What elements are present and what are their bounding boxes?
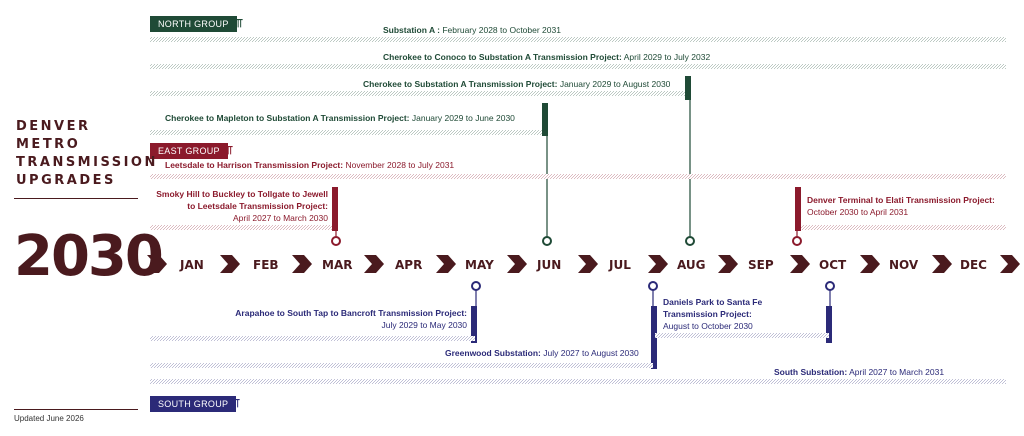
project-name: Cherokee to Mapleton to Substation A Tra… — [165, 113, 410, 123]
project-label: Daniels Park to Santa Fe Transmission Pr… — [663, 296, 781, 332]
bar-south-substation — [150, 379, 1006, 384]
project-label: Greenwood Substation: July 2027 to Augus… — [445, 348, 639, 358]
project-label: Denver Terminal to Elati Transmission Pr… — [807, 194, 1007, 218]
project-dates: October 2030 to April 2031 — [807, 207, 909, 217]
divider — [14, 409, 138, 410]
bar-substation-a — [150, 37, 1006, 42]
project-dates: January 2029 to June 2030 — [411, 113, 515, 123]
month-label: JUN — [537, 258, 562, 272]
month-label: OCT — [819, 258, 847, 272]
bar-arapahoe — [150, 336, 475, 341]
month-label: FEB — [253, 258, 279, 272]
project-dates: April 2027 to March 2031 — [849, 367, 945, 377]
project-name: Denver Terminal to Elati Transmission Pr… — [807, 195, 995, 205]
transmission-tower-icon: ⫪ — [233, 396, 240, 410]
project-label: South Substation: April 2027 to March 20… — [774, 367, 944, 377]
east-group-tag: EAST GROUP — [150, 143, 228, 159]
bar-cherokee-mapleton — [150, 130, 548, 135]
bar-daniels-park — [655, 333, 829, 338]
month-label: AUG — [677, 258, 706, 272]
bar-denver-terminal — [797, 225, 1006, 230]
project-label: Smoky Hill to Buckley to Tollgate to Jew… — [148, 188, 328, 224]
timeline-axis — [147, 255, 1020, 273]
project-label: Leetsdale to Harrison Transmission Proje… — [165, 160, 454, 170]
bar-smoky-hill — [150, 225, 336, 230]
project-name: Smoky Hill to Buckley to Tollgate to Jew… — [156, 189, 328, 211]
project-dates: April 2029 to July 2032 — [623, 52, 711, 62]
month-label: JAN — [180, 258, 204, 272]
project-name: Greenwood Substation: — [445, 348, 541, 358]
month-label: SEP — [748, 258, 774, 272]
divider — [14, 198, 138, 199]
project-name: Cherokee to Conoco to Substation A Trans… — [383, 52, 622, 62]
month-label: NOV — [889, 258, 919, 272]
updated-note: Updated June 2026 — [14, 414, 84, 423]
project-name: Arapahoe to South Tap to Bancroft Transm… — [235, 308, 467, 318]
bar-cherokee-substation-a — [150, 91, 690, 96]
bar-greenwood — [150, 363, 653, 368]
project-dates: August to October 2030 — [663, 321, 753, 331]
project-dates: February 2028 to October 2031 — [442, 25, 561, 35]
project-name: Substation A : — [383, 25, 440, 35]
month-label: DEC — [960, 258, 987, 272]
bar-leetsdale-harrison — [150, 174, 1006, 179]
month-label: JUL — [609, 258, 631, 272]
south-project-bars — [150, 281, 1006, 384]
project-dates: April 2027 to March 2030 — [233, 213, 328, 223]
project-label: Cherokee to Substation A Transmission Pr… — [363, 79, 670, 89]
project-name: Leetsdale to Harrison Transmission Proje… — [165, 160, 344, 170]
east-project-bars — [150, 174, 1006, 246]
bar-cherokee-conoco — [150, 64, 1006, 69]
north-group-tag: NORTH GROUP — [150, 16, 237, 32]
project-dates: January 2029 to August 2030 — [559, 79, 671, 89]
project-name: Cherokee to Substation A Transmission Pr… — [363, 79, 558, 89]
transmission-tower-icon: ⫪ — [236, 16, 243, 30]
project-label: Substation A : February 2028 to October … — [383, 25, 561, 35]
transmission-tower-icon: ⫪ — [226, 143, 233, 157]
project-dates: July 2029 to May 2030 — [381, 320, 467, 330]
project-label: Arapahoe to South Tap to Bancroft Transm… — [215, 307, 467, 331]
month-label: APR — [395, 258, 423, 272]
project-label: Cherokee to Mapleton to Substation A Tra… — [165, 113, 515, 123]
project-dates: November 2028 to July 2031 — [345, 160, 455, 170]
project-name: Daniels Park to Santa Fe Transmission Pr… — [663, 297, 763, 319]
south-group-tag: SOUTH GROUP — [150, 396, 237, 412]
project-dates: July 2027 to August 2030 — [543, 348, 639, 358]
month-label: MAR — [322, 258, 353, 272]
year-label: 2030 — [14, 224, 164, 289]
project-name: South Substation: — [774, 367, 848, 377]
page-title: DENVER METRO TRANSMISSION UPGRADES — [16, 119, 158, 188]
project-label: Cherokee to Conoco to Substation A Trans… — [383, 52, 710, 62]
north-project-bars — [150, 37, 1006, 246]
month-label: MAY — [465, 258, 494, 272]
